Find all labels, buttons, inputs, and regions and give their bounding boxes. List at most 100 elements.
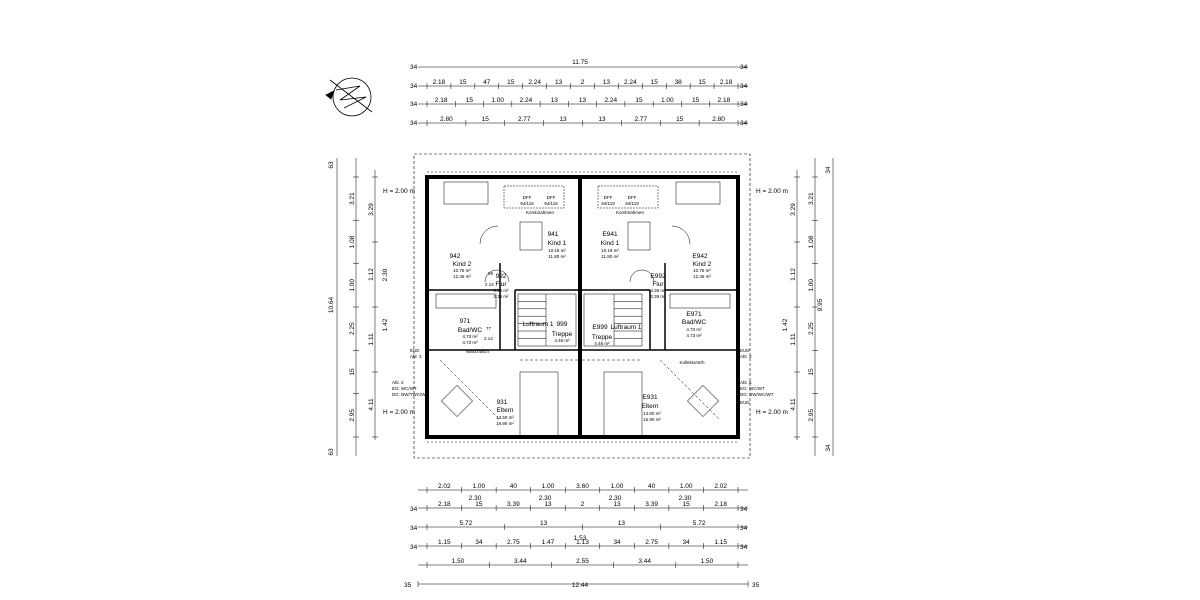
svg-text:DFF: DFF [604,195,613,200]
room-bad-right: E971 Bad/WC 4.73 m² 4.73 m² [682,311,707,338]
skylight-labels-right: DFF DFF 94/118 94/118 Kombirahmen [601,195,644,215]
dimension-label: 1.08 [808,235,815,248]
svg-text:2.14: 2.14 [484,336,493,341]
svg-text:94/118: 94/118 [625,201,639,206]
edge-dim: 34 [410,83,418,90]
dimension-label: 2.75 [645,539,658,546]
kollektor-label: Kollektorstrh [679,360,705,365]
dimension-label: 1.13 [576,539,589,546]
dimension-label: 3.44 [514,558,527,565]
dimension-label: 3.21 [349,192,356,205]
dimension-label: 13 [603,79,611,86]
dimension-label: 2 [581,501,585,508]
dimension-label: 1.15 [438,539,451,546]
dimension-label: 2.30 [469,495,482,502]
edge-dim: 34 [740,83,748,90]
dimension-label: 4.11 [790,398,797,411]
edge-dim: 34 [740,64,748,71]
dimension-label: 3.44 [638,558,651,565]
dimension-label: 34 [613,539,621,546]
svg-text:13.60 m²: 13.60 m² [496,415,514,420]
bottom-dimension-chains [418,489,748,585]
dimension-label: 3.29 [368,203,375,216]
dimension-label: 2.30 [679,495,692,502]
edge-dim: 34 [410,64,418,71]
svg-text:E992: E992 [650,273,666,280]
dimension-label: 1.00 [491,97,504,104]
dimension-label: 47 [483,79,491,86]
edge-dim: 34 [410,506,418,513]
svg-text:941: 941 [548,231,559,238]
svg-text:DFF: DFF [547,195,556,200]
svg-text:Treppe: Treppe [552,331,573,338]
edge-35-dim: 35 [404,582,412,589]
svg-text:EG: WC/WT: EG: WC/WT [392,386,417,391]
dimension-label: 1.42 [782,318,789,331]
dimension-label: 2.02 [714,483,727,490]
dimension-label: 2.18 [714,501,727,508]
svg-text:4.73 m²: 4.73 m² [462,334,478,339]
dimension-label: 1.47 [542,539,555,546]
top-dimension-chains [418,66,748,126]
room-kind2-left: 942 Kind 2 10.76 m² 12.36 m² [450,253,472,279]
dimension-label: 2.30 [382,268,389,281]
height-label-left-top: H = 2.00 m [383,188,415,195]
room-flur-left: 992 Flur 3.39 m² 3.39 m² [493,273,509,299]
dimension-label: 13 [540,520,548,527]
dimension-label: 2.95 [349,409,356,422]
height-label-right-bottom: H = 2.00 m [756,409,788,416]
dimension-label: 15 [676,116,684,123]
dimension-label: 15 [459,79,467,86]
height-label-left-bottom: H = 2.00 m [383,409,415,416]
svg-text:77: 77 [486,326,492,331]
svg-text:992: 992 [496,273,507,280]
dimension-label: 15 [698,79,706,86]
dimension-label: 34 [475,539,483,546]
svg-text:11.80 m²: 11.80 m² [601,254,619,259]
svg-text:94/118: 94/118 [601,201,615,206]
height-label-right-top: H = 2.00 m [756,188,788,195]
dimension-label: 3.39 [507,501,520,508]
svg-text:DG: BW/TWC/WT: DG: BW/TWC/WT [392,392,428,397]
dimension-label: 13 [551,97,559,104]
dimension-label: 15 [651,79,659,86]
dimension-label: 2.30 [539,495,552,502]
svg-text:4.73 m²: 4.73 m² [462,340,478,345]
svg-text:EUD: EUD [740,400,750,405]
interior-walls [427,263,738,351]
svg-text:Kind 2: Kind 2 [453,261,472,268]
room-eltern-right: E931 Eltern 13.60 m² 16.90 m² [642,394,662,422]
furniture [435,181,731,437]
svg-text:971: 971 [460,318,471,325]
svg-text:Abl. 5: Abl. 5 [740,380,752,385]
room-flur-right: E992 Flur 3.39 m² 3.39 m² [650,273,666,299]
dimension-label: 1.00 [680,483,693,490]
right-col1-labels: 3.291.121.114.11 [790,203,797,411]
svg-text:94/118: 94/118 [520,201,534,206]
svg-text:942: 942 [450,253,461,260]
edge-dim: 34 [740,120,748,127]
dimension-label: 1.50 [701,558,714,565]
svg-text:10.76 m²: 10.76 m² [453,268,471,273]
svg-text:4.73 m²: 4.73 m² [686,327,702,332]
svg-text:12.36 m²: 12.36 m² [693,274,711,279]
svg-text:10.76 m²: 10.76 m² [693,268,711,273]
dimension-label: 2.02 [438,483,451,490]
dimension-label: 2.77 [634,116,647,123]
room-treppe-left: 999 Treppe 4.46 m² [552,321,573,343]
svg-text:E999: E999 [592,324,608,331]
room-bad-left: 971 Bad/WC 4.73 m² 4.73 m² [458,318,483,345]
svg-text:3.39 m²: 3.39 m² [493,288,509,293]
edge-35-dim: 35 [752,582,760,589]
edge-dim: 34 [410,525,418,532]
dimension-label: 15 [466,97,474,104]
dimension-label: 15 [507,79,515,86]
edge-dim: 34 [740,101,748,108]
svg-text:88: 88 [488,271,494,276]
svg-text:E942: E942 [692,253,708,260]
svg-text:4.46 m²: 4.46 m² [554,338,570,343]
